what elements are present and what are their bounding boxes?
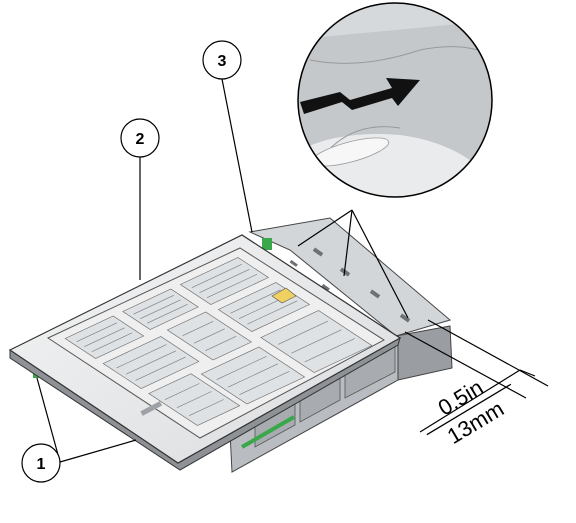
callout-1: 1 [21, 443, 61, 483]
callout-2-number: 2 [136, 131, 145, 148]
callout-leaders [36, 78, 253, 463]
chassis-top-rail [248, 217, 452, 337]
label-diagram-line [140, 299, 181, 319]
label-diagram-line [116, 344, 167, 369]
label-diagram-line [206, 274, 258, 298]
label-diagram-line [164, 383, 200, 400]
label-diagram-line [277, 320, 329, 345]
detail-leader-lines [297, 209, 409, 319]
label-diagram-line [91, 332, 133, 352]
top-cover [8, 234, 402, 471]
callout-1-circle [21, 443, 61, 483]
label-diagram-line [84, 327, 125, 347]
label-diagram-line [230, 289, 281, 314]
label-diagram-line [182, 321, 214, 336]
slide-arrow-icon [300, 78, 420, 114]
label-diagram-line [227, 363, 279, 388]
label-diagram-line [239, 371, 290, 395]
label-diagram-line [125, 350, 177, 375]
label-diagram-line [176, 391, 212, 408]
service-label-diagrams [64, 257, 373, 426]
label-diagram-line [216, 356, 267, 380]
dimension-divider [426, 383, 512, 436]
callout-2-circle [120, 118, 160, 158]
label-diagram-line [304, 338, 355, 363]
cover-handle-slot [140, 401, 163, 416]
label-diagram-line [188, 399, 224, 416]
label-diagram-line [199, 269, 250, 293]
label-diagram-line [193, 328, 225, 344]
detail-magnifier-outline [297, 2, 493, 198]
callout-3-number: 3 [218, 53, 227, 70]
label-diagram-line [76, 322, 118, 342]
label-diagram-line [291, 329, 342, 354]
callout-3: 3 [202, 40, 242, 80]
label-diagram-line [205, 336, 237, 351]
server-chassis [33, 217, 453, 473]
label-diagram-line [247, 300, 298, 325]
callout-3-circle [202, 40, 242, 80]
label-sticker [271, 287, 297, 304]
label-diagram-line [133, 295, 174, 315]
callout-1-number: 1 [37, 456, 46, 473]
label-diagram-line [135, 356, 186, 381]
label-diagram-line [191, 264, 242, 288]
callout-2: 2 [120, 118, 160, 158]
label-diagram-line [147, 304, 188, 324]
